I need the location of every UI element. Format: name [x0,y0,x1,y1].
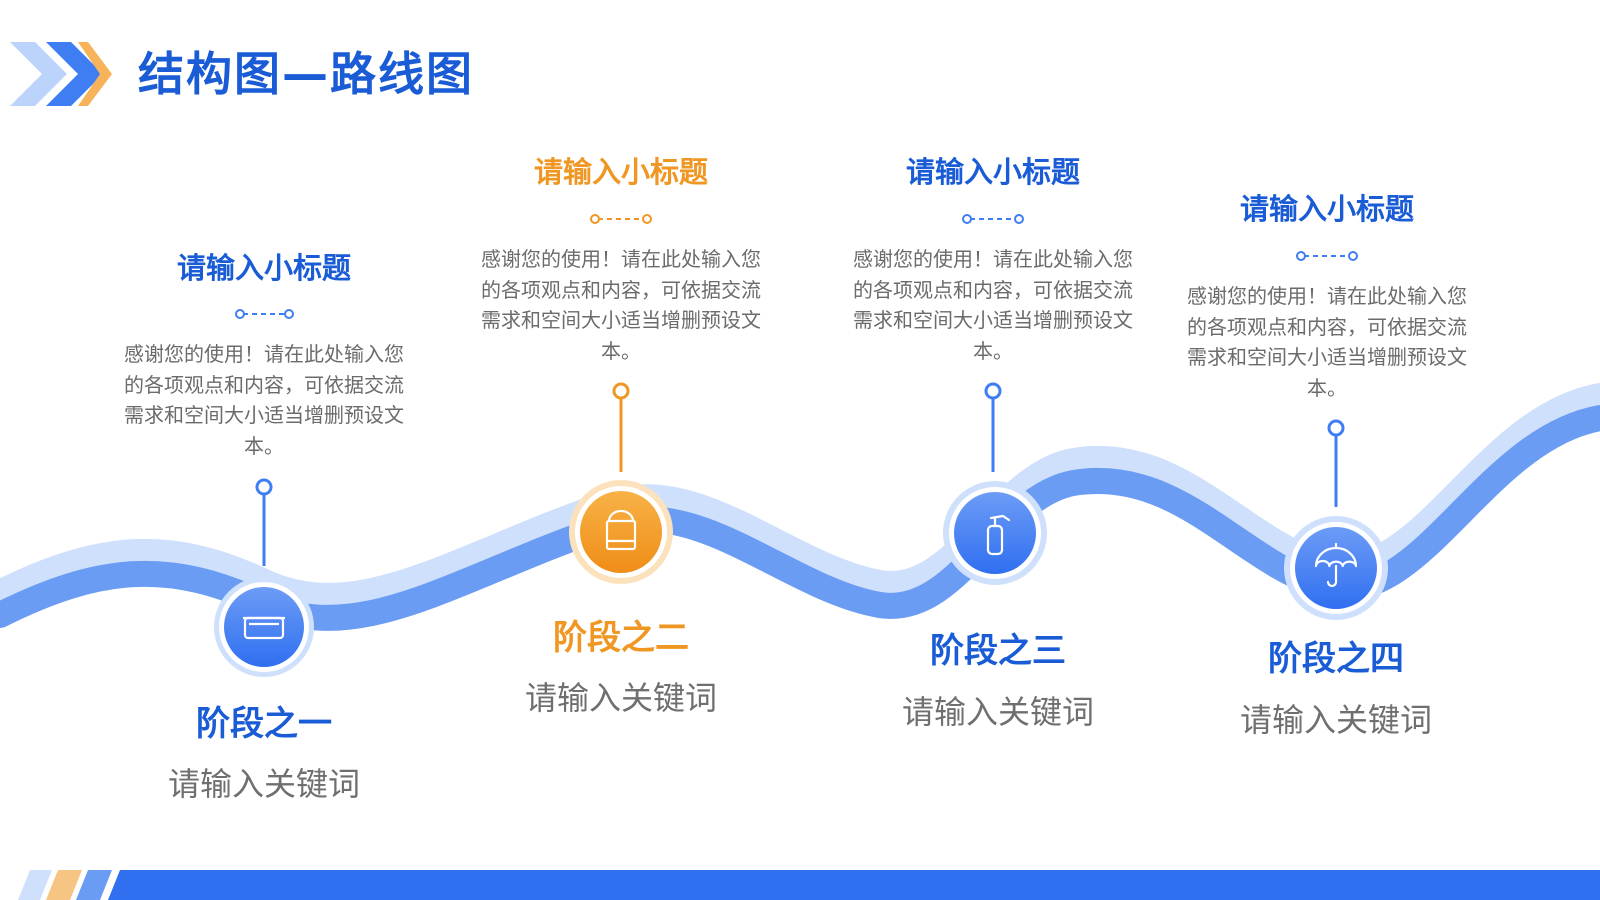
towel-rack-icon [605,509,637,551]
stage-4-description: 感谢您的使用！请在此处输入您的各项观点和内容，可依据交流需求和空间大小适当增删预… [1187,284,1467,400]
stage-2-subtitle: 请输入小标题 [533,155,708,189]
stage-3-keyword: 请输入关键词 [901,693,1094,731]
header-chevron-icon [10,42,112,106]
stage-node-2 [569,480,673,584]
divider-3 [962,214,1024,224]
stage-1-subtitle: 请输入小标题 [176,251,351,285]
stage-1-title: 阶段之一 [196,704,332,744]
connector-3 [984,382,1002,472]
umbrella-icon [1314,542,1358,588]
stage-4-title: 阶段之四 [1268,639,1404,679]
stage-2-title: 阶段之二 [553,618,689,658]
footer-bar [18,870,1600,900]
stage-3-description: 感谢您的使用！请在此处输入您的各项观点和内容，可依据交流需求和空间大小适当增删预… [853,247,1133,363]
divider-4 [1296,251,1358,261]
fire-extinguisher-icon [986,514,1011,556]
stage-3-subtitle: 请输入小标题 [905,155,1080,189]
page-title: 结构图—路线图 [138,47,474,101]
connector-1 [255,478,273,566]
stage-node-3 [943,481,1047,585]
connector-2 [612,382,630,472]
stage-1-keyword: 请输入关键词 [167,765,360,803]
stage-node-4 [1284,516,1388,620]
divider-2 [590,214,652,224]
stage-node-1 [214,577,314,677]
stage-1-description: 感谢您的使用！请在此处输入您的各项观点和内容，可依据交流需求和空间大小适当增删预… [124,342,404,458]
divider-1 [235,309,294,319]
connector-4 [1327,419,1345,507]
stage-4-keyword: 请输入关键词 [1239,701,1432,739]
stage-2-keyword: 请输入关键词 [524,679,717,717]
stage-2-description: 感谢您的使用！请在此处输入您的各项观点和内容，可依据交流需求和空间大小适当增删预… [481,247,761,363]
food-container-icon [243,616,285,640]
stage-3-title: 阶段之三 [930,631,1066,671]
stage-4-subtitle: 请输入小标题 [1239,192,1414,226]
